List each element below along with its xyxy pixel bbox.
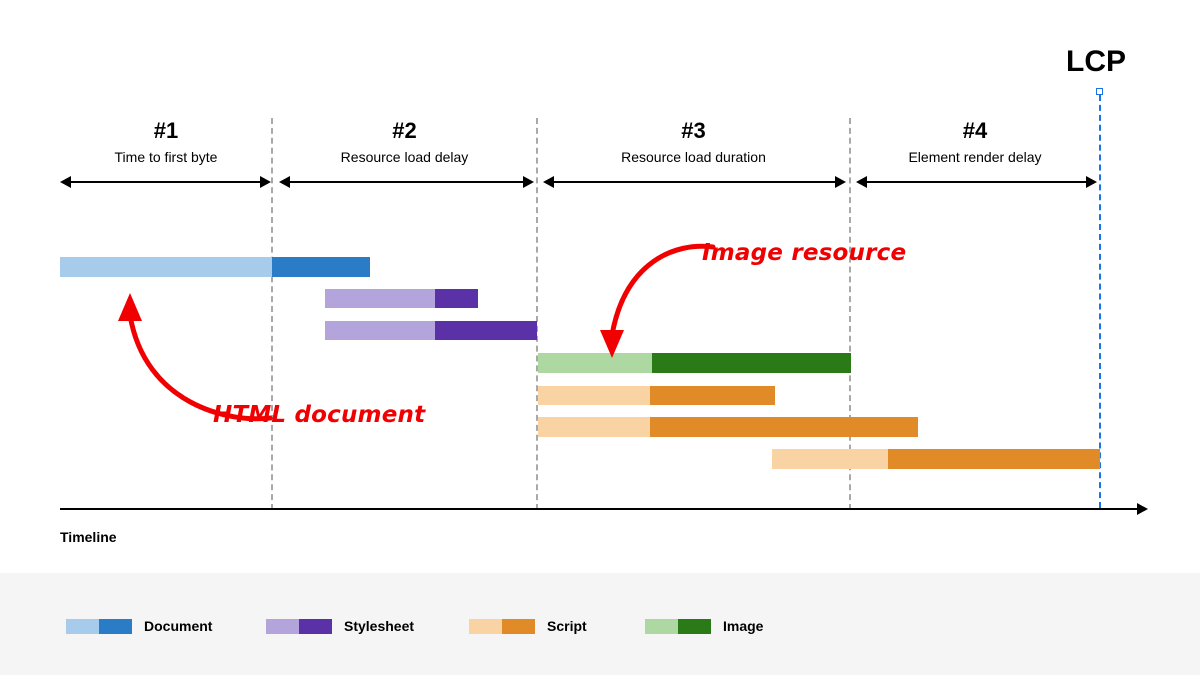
bar-segment-duration: [435, 289, 478, 308]
phase-number-1: #1: [153, 118, 179, 143]
legend-item-script[interactable]: Script: [469, 615, 587, 637]
legend-swatch-image: [645, 618, 711, 634]
phase-name-3: Resource load duration: [621, 149, 766, 165]
resource-bar-document[interactable]: [60, 257, 370, 277]
legend-swatch-stylesheet: [266, 618, 332, 634]
legend-swatch-dark: [678, 618, 711, 634]
resource-bar-script-3[interactable]: [772, 449, 1100, 469]
phase-label-4: #4 Element render delay: [850, 118, 1100, 167]
chart-stage: LCP #1 Time to first byte #2 Resource lo…: [60, 45, 1148, 545]
resource-bar-stylesheet-1[interactable]: [325, 289, 478, 308]
resource-bar-script-1[interactable]: [538, 386, 775, 405]
bar-segment-delay: [538, 386, 650, 405]
gridline-phase1-phase2: [271, 118, 273, 510]
bar-segment-duration: [650, 417, 918, 437]
annotation-html-document: HTML document: [213, 402, 426, 428]
annotation-image-resource: Image resource: [702, 240, 907, 266]
legend-swatch-dark: [299, 618, 332, 634]
phase-name-4: Element render delay: [908, 149, 1042, 165]
gridline-phase3-phase4: [849, 118, 851, 510]
bar-segment-duration: [435, 321, 537, 340]
timeline-caption: Timeline: [60, 529, 117, 545]
bar-segment-duration: [652, 353, 851, 373]
lcp-label: LCP: [1066, 45, 1126, 78]
bar-segment-delay: [772, 449, 888, 469]
legend-swatch-dark: [502, 618, 535, 634]
legend-label-stylesheet: Stylesheet: [344, 618, 415, 634]
legend-swatch-dark: [99, 618, 132, 634]
phase-number-4: #4: [962, 118, 988, 143]
legend-label-script: Script: [547, 618, 587, 634]
legend-item-image[interactable]: Image: [645, 615, 763, 637]
legend-item-stylesheet[interactable]: Stylesheet: [266, 615, 414, 637]
bar-segment-duration: [888, 449, 1100, 469]
bar-segment-delay: [60, 257, 272, 277]
legend-swatch-script: [469, 618, 535, 634]
phase-number-3: #3: [681, 118, 706, 143]
lcp-marker-icon: [1096, 88, 1103, 95]
legend-item-document[interactable]: Document: [66, 615, 212, 637]
html-document-arrow-icon: [118, 293, 273, 422]
resource-bar-stylesheet-2[interactable]: [325, 321, 537, 340]
lcp-gridline: [1099, 95, 1101, 508]
bar-segment-duration: [272, 257, 370, 277]
legend-swatch-light: [66, 618, 99, 634]
phase-label-3: #3 Resource load duration: [537, 118, 850, 167]
phase-label-2: #2 Resource load delay: [272, 118, 537, 167]
legend-swatch-light: [645, 618, 678, 634]
bar-segment-delay: [538, 417, 650, 437]
phase-name-1: Time to first byte: [114, 149, 218, 165]
timeline-axis: [60, 508, 1140, 510]
bar-segment-delay: [325, 321, 435, 340]
phase-label-1: #1 Time to first byte: [60, 118, 272, 167]
image-resource-arrow-icon: [600, 243, 716, 358]
phase-name-2: Resource load delay: [340, 149, 469, 165]
resource-bar-script-2[interactable]: [538, 417, 918, 437]
legend-swatch-light: [469, 618, 502, 634]
bar-segment-delay: [538, 353, 652, 373]
bar-segment-duration: [650, 386, 775, 405]
timeline-axis-arrow-icon: [1137, 503, 1148, 515]
legend-swatch-light: [266, 618, 299, 634]
phase-number-2: #2: [392, 118, 417, 143]
legend-swatch-document: [66, 618, 132, 634]
resource-bar-image-lcp[interactable]: [538, 353, 851, 373]
legend-panel: [0, 573, 1200, 675]
legend-label-image: Image: [723, 618, 764, 634]
bar-segment-delay: [325, 289, 435, 308]
gridline-phase2-phase3: [536, 118, 538, 510]
legend-label-document: Document: [144, 618, 213, 634]
